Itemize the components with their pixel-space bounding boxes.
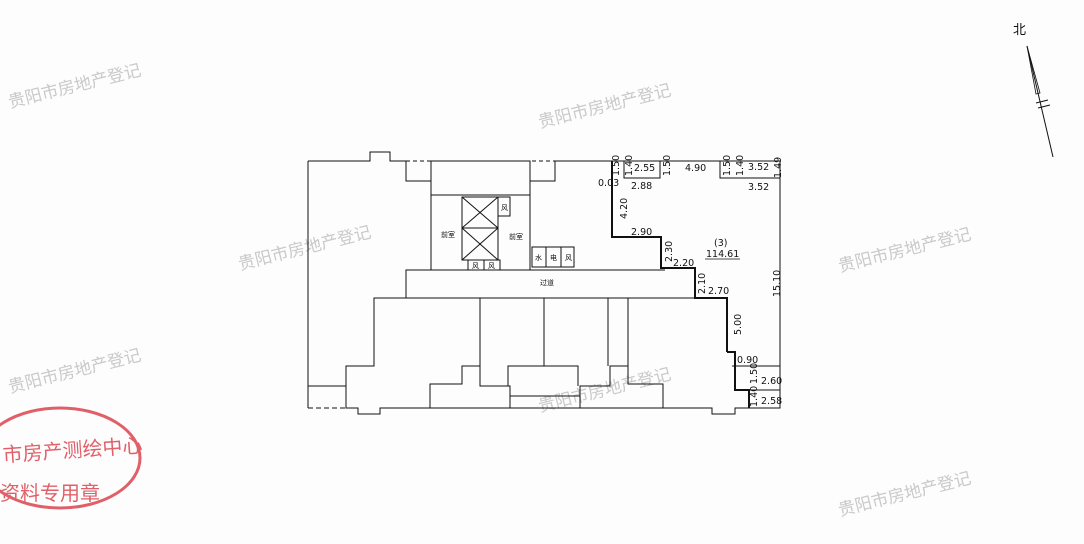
room-label-wind: 风 xyxy=(472,262,479,270)
watermark-text: 贵阳市房地产登记 xyxy=(536,365,673,417)
room-label-wind: 风 xyxy=(488,262,495,270)
dimension-label: 3.52 xyxy=(748,182,769,193)
dimension-label: 4.90 xyxy=(685,163,706,174)
dimension-label: 1.50 xyxy=(722,155,733,176)
dimension-label: 2.70 xyxy=(708,286,729,297)
dimension-label: 0.03 xyxy=(598,178,619,189)
dimension-label: 2.58 xyxy=(761,396,782,407)
dimension-label: 2.90 xyxy=(631,227,652,238)
dimension-label: 1.40 xyxy=(749,386,760,407)
unit-id: (3) xyxy=(714,238,727,249)
seal-text-line-1: 市房产测绘中心 xyxy=(2,433,143,467)
room-labels: 前室 前室 风 风 风 水 电 风 过道 xyxy=(441,204,572,287)
room-label-front-room: 前室 xyxy=(441,230,455,239)
unit-3-boundary xyxy=(611,160,781,409)
room-label-wind: 风 xyxy=(501,204,508,212)
dimension-label: 1.40 xyxy=(624,155,635,176)
watermark-text: 贵阳市房地产登记 xyxy=(6,61,143,113)
room-label-corridor: 过道 xyxy=(540,278,554,287)
dimension-label: 2.60 xyxy=(761,376,782,387)
dimension-label: 2.88 xyxy=(631,181,652,192)
dimension-label: 2.30 xyxy=(664,241,675,262)
dimension-label: 1.49 xyxy=(773,157,784,178)
dimension-label: 1.50 xyxy=(749,363,760,384)
dimension-label: 2.20 xyxy=(673,258,694,269)
dimension-label: 1.40 xyxy=(735,155,746,176)
dimension-label: 2.10 xyxy=(697,273,708,294)
official-seal-icon: 市房产测绘中心 资料专用章 xyxy=(0,406,143,510)
dimension-label: 1.50 xyxy=(611,155,622,176)
watermark-text: 贵阳市房地产登记 xyxy=(236,223,373,275)
dimension-label: 15.10 xyxy=(772,270,783,297)
north-label: 北 xyxy=(1013,23,1026,38)
watermark-text: 贵阳市房地产登记 xyxy=(836,225,973,277)
building-outline xyxy=(307,151,749,415)
dimension-label: 0.90 xyxy=(737,355,758,366)
dimension-label: 1.50 xyxy=(662,155,673,176)
unit-area: 114.61 xyxy=(706,249,739,260)
north-arrow-icon xyxy=(1026,45,1054,158)
room-label-water: 水 xyxy=(535,253,542,262)
dimension-label: 3.52 xyxy=(748,162,769,173)
room-label-wind: 风 xyxy=(565,254,572,262)
seal-text-line-2: 资料专用章 xyxy=(0,481,100,505)
dimension-label: 4.20 xyxy=(619,198,630,219)
watermark-text: 贵阳市房地产登记 xyxy=(536,81,673,133)
room-label-front-room: 前室 xyxy=(509,232,523,241)
dimension-labels: 1.50 0.03 1.40 2.55 2.88 1.50 4.90 1.50 … xyxy=(598,155,784,407)
watermark-text: 贵阳市房地产登记 xyxy=(836,469,973,521)
watermark-layer: 贵阳市房地产登记 贵阳市房地产登记 贵阳市房地产登记 贵阳市房地产登记 贵阳市房… xyxy=(6,61,973,521)
dimension-label: 2.55 xyxy=(634,163,655,174)
room-label-power: 电 xyxy=(550,253,557,262)
dimension-label: 5.00 xyxy=(733,314,744,335)
watermark-text: 贵阳市房地产登记 xyxy=(6,346,143,398)
